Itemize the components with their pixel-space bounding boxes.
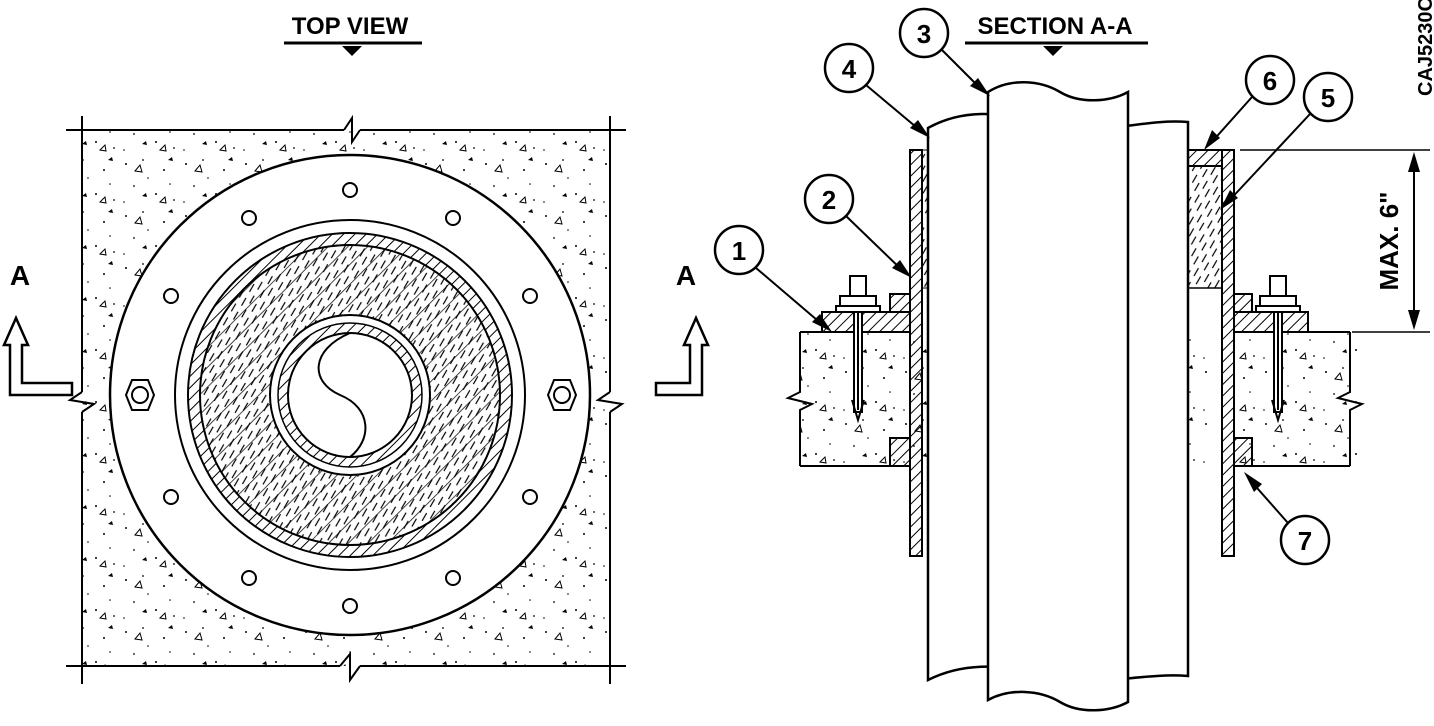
pipe-section: [986, 81, 1130, 712]
callout-7-number: 7: [1298, 526, 1312, 556]
section-marker-left-label: A: [10, 260, 30, 291]
callout-5: 5: [1220, 71, 1354, 210]
pipe-section-symbol: [317, 332, 367, 458]
steel-plate-left: [821, 311, 911, 333]
sleeve-left-wall: [909, 149, 923, 557]
sealant-left: [889, 437, 911, 467]
drawing-id: CAJ5230C: [1415, 0, 1434, 96]
anchor-bolt-section-right: [1255, 275, 1301, 424]
section-marker-left: A: [2, 260, 74, 397]
top-view-title: TOP VIEW: [292, 13, 409, 40]
anchor-bolt-right: [546, 379, 578, 411]
top-view: TOP VIEW: [2, 13, 710, 684]
section-view-title: SECTION A-A: [977, 13, 1132, 40]
steel-plate-right: [1233, 311, 1309, 333]
callout-7: 7: [1244, 472, 1331, 566]
dimension-max-6: MAX. 6": [1240, 149, 1430, 333]
callout-6-number: 6: [1263, 66, 1277, 96]
section-marker-right-label: A: [676, 260, 696, 291]
dimension-label: MAX. 6": [1374, 191, 1404, 290]
firestop-sealant-top: [1187, 149, 1223, 167]
plate-bolt-holes: [163, 182, 538, 614]
anchor-bolt-left: [124, 379, 156, 411]
callout-2: 2: [803, 173, 912, 278]
section-title-pointer: [1043, 46, 1063, 56]
section-marker-right: A: [654, 260, 710, 397]
sleeve-right-wall: [1221, 149, 1235, 557]
callout-1-number: 1: [732, 236, 746, 266]
plate-weld-right: [1233, 293, 1253, 313]
pipe-bore: [287, 332, 413, 458]
anchor-bolt-section-left: [835, 275, 881, 424]
callout-2-number: 2: [822, 185, 836, 215]
callout-3-number: 3: [917, 19, 931, 49]
callout-6: 6: [1204, 54, 1296, 150]
mineral-wool-fill: [1187, 165, 1223, 289]
slab-outline: [66, 114, 626, 684]
top-view-title-pointer: [342, 46, 362, 56]
callout-4-number: 4: [842, 54, 857, 84]
section-view: SECTION A-A: [713, 0, 1434, 712]
callout-3: 3: [898, 7, 990, 96]
plate-weld-left: [889, 293, 911, 313]
callout-4: 4: [823, 42, 930, 138]
callout-5-number: 5: [1321, 83, 1335, 113]
callout-1: 1: [713, 224, 832, 332]
sealant-right: [1233, 437, 1253, 467]
